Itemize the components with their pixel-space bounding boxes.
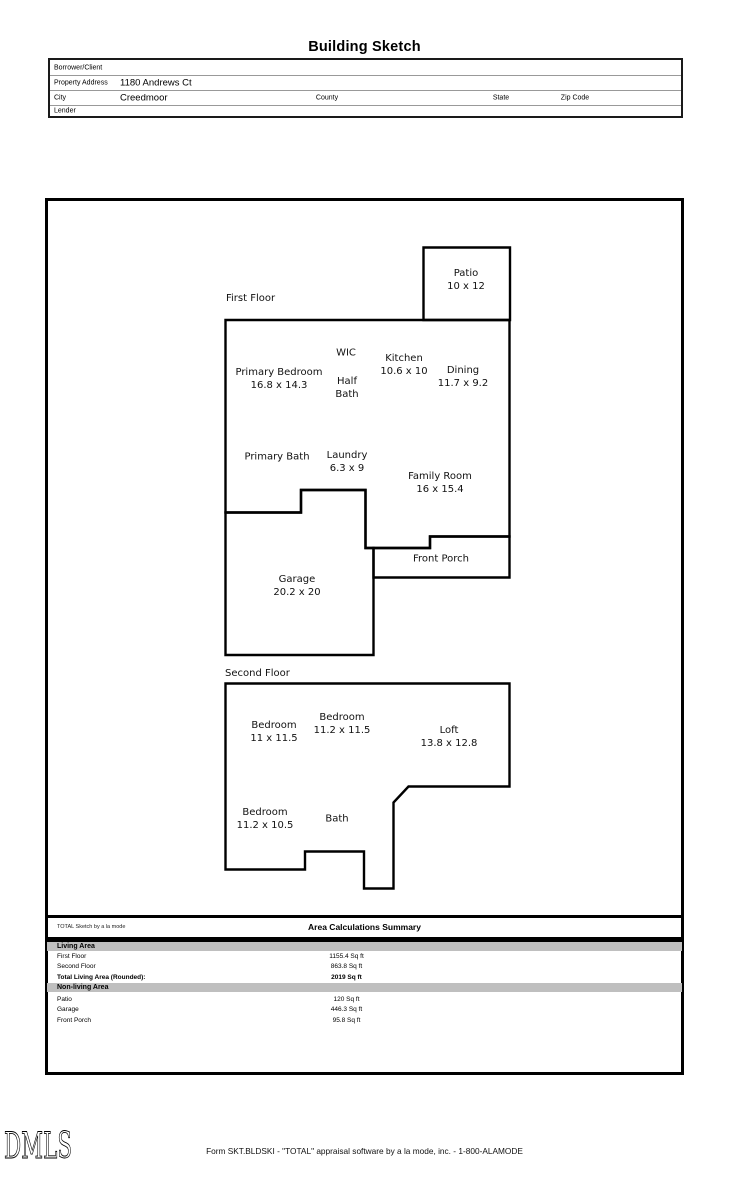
row-label: Front Porch xyxy=(57,1016,91,1024)
first-floor-outline xyxy=(224,318,511,550)
room-label-patio: Patio 10 x 12 xyxy=(447,268,485,292)
city-value: Creedmoor xyxy=(120,92,168,104)
room-label-kitchen: Kitchen 10.6 x 10 xyxy=(380,353,428,377)
room-label-bedroom-2: Bedroom 11.2 x 11.5 xyxy=(313,712,371,736)
borrower-label: Borrower/Client xyxy=(54,64,103,71)
room-label-bedroom-3: Bedroom 11.2 x 10.5 xyxy=(236,807,294,831)
summary-row-front-porch: Front Porch 95.8 Sq ft xyxy=(45,1016,684,1027)
borrower-row: Borrower/Client xyxy=(50,60,681,75)
floor-plan-drawing xyxy=(45,198,684,1075)
room-label-bath: Bath xyxy=(325,813,349,825)
state-label: State xyxy=(492,94,510,102)
summary-row-total: Total Living Area (Rounded): 2019 Sq ft xyxy=(45,973,684,984)
sketch-area: First Floor Patio 10 x 12 WIC Kitchen 10… xyxy=(45,198,684,1075)
row-value: 446.3 Sq ft xyxy=(330,1006,363,1013)
summary-row-first-floor: First Floor 1155.4 Sq ft xyxy=(45,952,684,963)
row-label: Total Living Area (Rounded): xyxy=(57,973,146,981)
row-label: First Floor xyxy=(57,952,87,960)
front-porch-outline xyxy=(372,535,511,579)
row-label: Patio xyxy=(57,995,72,1003)
nonliving-area-band: Non-living Area xyxy=(47,983,682,992)
page-title: Building Sketch xyxy=(308,39,421,55)
zip-code-label: Zip Code xyxy=(560,94,590,102)
room-label-half-bath: Half Bath xyxy=(335,376,359,400)
room-label-laundry: Laundry 6.3 x 9 xyxy=(326,450,368,474)
summary-top-divider xyxy=(45,915,684,918)
row-value: 2019 Sq ft xyxy=(331,973,362,981)
property-address-label: Property Address xyxy=(54,79,108,87)
room-label-primary-bath: Primary Bath xyxy=(244,451,310,463)
city-label: City xyxy=(54,94,67,102)
first-floor-title: First Floor xyxy=(226,293,276,304)
room-label-garage: Garage 20.2 x 20 xyxy=(273,574,321,598)
county-label: County xyxy=(315,94,339,102)
property-address-value: 1180 Andrews Ct xyxy=(120,77,192,89)
lender-row: Lender xyxy=(50,105,681,116)
lender-label: Lender xyxy=(54,107,76,115)
row-value: 1155.4 Sq ft xyxy=(329,952,364,960)
summary-row-second-floor: Second Floor 863.8 Sq ft xyxy=(45,962,684,973)
summary-row-patio: Patio 120 Sq ft xyxy=(45,995,684,1006)
city-row: City Creedmoor County State Zip Code xyxy=(50,90,681,105)
sketch-border xyxy=(45,198,684,1075)
room-label-primary-bedroom: Primary Bedroom 16.8 x 14.3 xyxy=(235,367,323,391)
summary-row-garage: Garage 446.3 Sq ft xyxy=(45,1005,684,1016)
footer-form-text: Form SKT.BLDSKI - "TOTAL" appraisal soft… xyxy=(206,1146,523,1156)
room-label-bedroom-1: Bedroom 11 x 11.5 xyxy=(250,720,298,744)
summary-attribution: TOTAL Sketch by a la mode xyxy=(57,924,126,930)
row-label: Second Floor xyxy=(57,963,96,970)
garage-outline xyxy=(224,488,375,657)
room-label-loft: Loft 13.8 x 12.8 xyxy=(420,725,478,749)
dmls-logo-text: DMLS xyxy=(4,1127,72,1167)
second-floor-outline xyxy=(224,682,511,890)
room-label-wic: WIC xyxy=(336,347,356,359)
property-address-row: Property Address 1180 Andrews Ct xyxy=(50,75,681,90)
summary-header-bar xyxy=(45,937,684,942)
living-area-band: Living Area xyxy=(47,942,682,951)
room-label-front-porch: Front Porch xyxy=(413,553,469,565)
room-label-family-room: Family Room 16 x 15.4 xyxy=(408,471,472,495)
dmls-logo: DMLS xyxy=(4,1127,73,1167)
row-value: 120 Sq ft xyxy=(333,995,360,1003)
row-value: 863.8 Sq ft xyxy=(330,963,363,970)
property-info-table: Borrower/Client Property Address 1180 An… xyxy=(48,58,683,118)
room-label-dining: Dining 11.7 x 9.2 xyxy=(437,365,489,389)
row-value: 95.8 Sq ft xyxy=(332,1016,361,1024)
row-label: Garage xyxy=(57,1006,79,1013)
summary-title: Area Calculations Summary xyxy=(308,922,421,932)
second-floor-title: Second Floor xyxy=(225,668,290,679)
